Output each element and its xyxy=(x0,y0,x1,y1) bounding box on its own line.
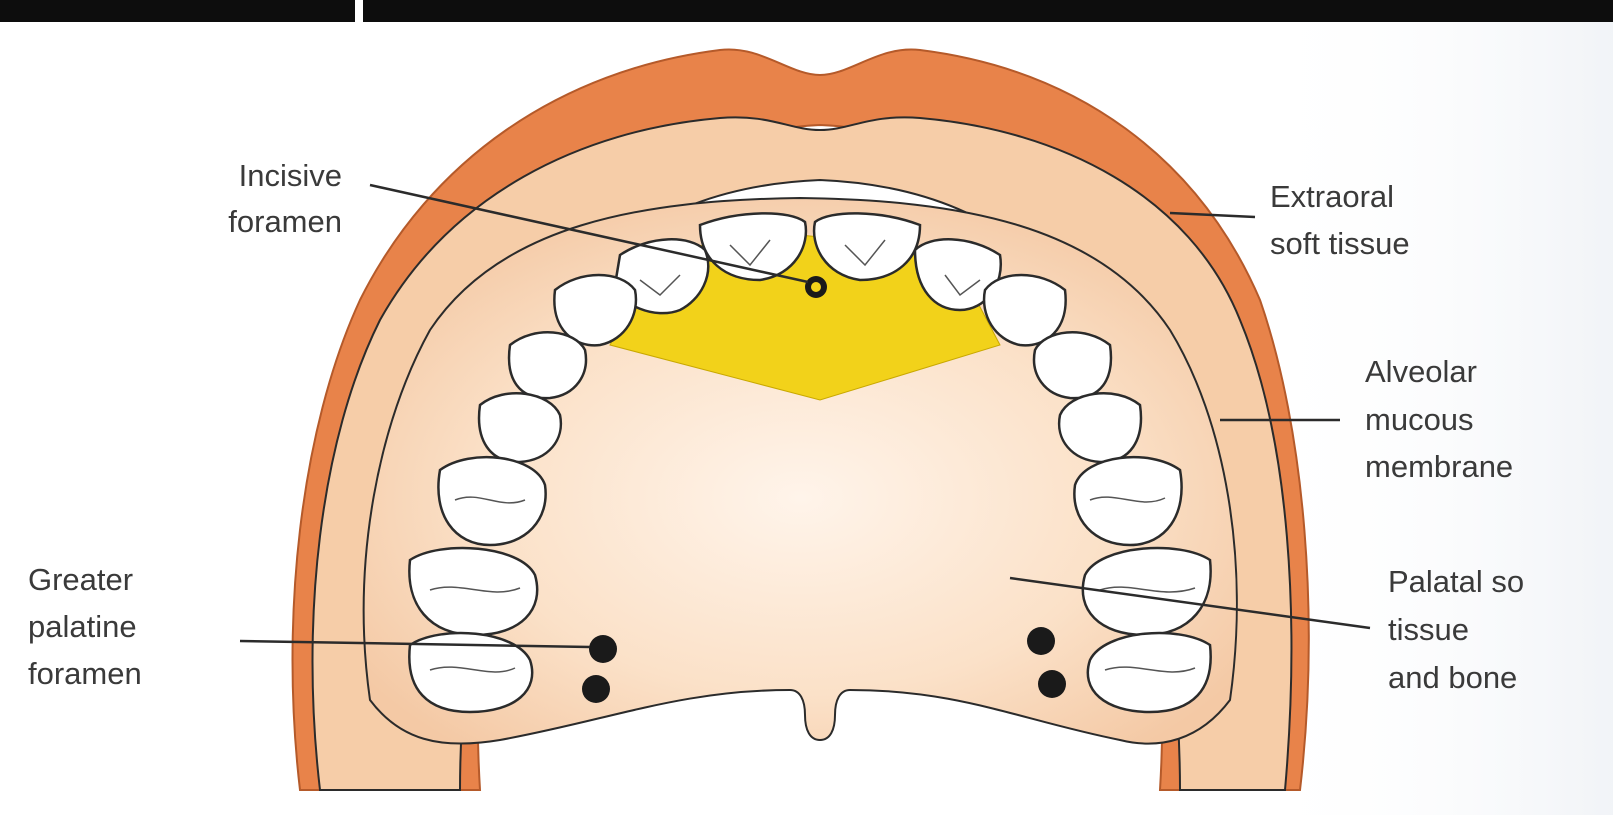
label-palatal-line2: tissue xyxy=(1388,612,1469,647)
label-greater-palatine-line1: Greater xyxy=(28,562,133,597)
label-greater-palatine-line2: palatine xyxy=(28,609,137,644)
label-greater-palatine-foramen: Greater palatine foramen xyxy=(28,562,142,691)
label-alveolar-line3: membrane xyxy=(1365,449,1513,484)
label-extraoral-line2: soft tissue xyxy=(1270,226,1410,261)
label-greater-palatine-line3: foramen xyxy=(28,656,142,691)
label-alveolar-line2: mucous xyxy=(1365,402,1474,437)
incisive-foramen-mark xyxy=(805,276,827,298)
label-palatal-line1: Palatal so xyxy=(1388,564,1524,599)
label-alveolar-line1: Alveolar xyxy=(1365,354,1477,389)
label-extraoral-line1: Extraoral xyxy=(1270,179,1394,214)
label-incisive-foramen-line1: Incisive xyxy=(239,158,342,193)
label-incisive-foramen-line2: foramen xyxy=(228,204,342,239)
label-incisive-foramen: Incisive foramen xyxy=(228,158,342,239)
label-palatal-line3: and bone xyxy=(1388,660,1517,695)
